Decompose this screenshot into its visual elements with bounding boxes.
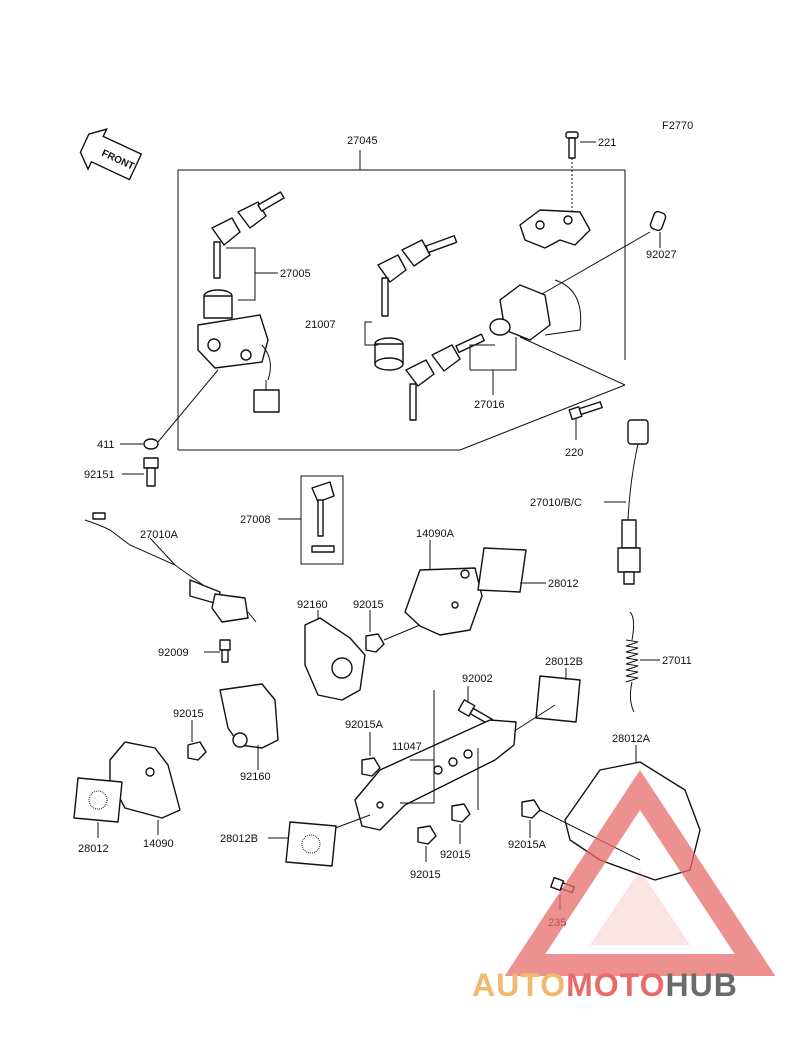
bracket-14090a [404, 567, 483, 636]
callout-28012a: 28012A [612, 733, 651, 745]
bolt-220 [568, 401, 603, 421]
keys-27005 [211, 191, 285, 279]
spring-27011 [625, 611, 639, 713]
nut-92015-left [187, 741, 207, 761]
keys-27016 [405, 333, 486, 421]
watermark-auto: AUTO [472, 967, 566, 1003]
seat-lock [489, 279, 582, 341]
watermark-hub: HUB [665, 967, 737, 1003]
switch-27010a [84, 512, 257, 623]
screw-221 [565, 131, 579, 159]
callout-11047: 11047 [392, 741, 422, 753]
callout-92002: 92002 [462, 673, 493, 685]
callout-92160-bot: 92160 [240, 771, 271, 783]
plate-92160-top [304, 617, 366, 701]
callout-27010a: 27010A [140, 529, 179, 541]
pad-texture [88, 790, 108, 810]
callout-92015a-right: 92015A [508, 839, 547, 851]
callout-27011: 27011 [662, 655, 692, 667]
watermark-logo [504, 769, 776, 976]
key-box-27008 [300, 475, 344, 565]
pad-28012b-bot [285, 821, 337, 867]
sleeve-92027 [649, 210, 667, 232]
callout-92009: 92009 [158, 647, 189, 659]
lock-bracket [519, 209, 591, 249]
bracket-14090 [109, 741, 181, 819]
callout-28012-bot: 28012 [78, 843, 109, 855]
callout-92151: 92151 [84, 469, 115, 481]
callout-92015a-mid: 92015A [345, 719, 384, 731]
callout-92015-top: 92015 [353, 599, 384, 611]
nut-92015-bot1 [417, 825, 437, 845]
svg-text:AUTOMOTOHUB: AUTOMOTOHUB [472, 967, 738, 1003]
nut-92015a-right [521, 799, 541, 819]
callout-221: 221 [598, 137, 616, 149]
keys-center [377, 235, 458, 317]
bolt-92009 [219, 639, 231, 663]
kit-outline [177, 169, 626, 450]
pad-28012-top [477, 547, 527, 593]
callout-92015-bot2: 92015 [440, 849, 471, 861]
washer-411 [143, 438, 159, 450]
callout-220: 220 [565, 447, 583, 459]
callout-14090: 14090 [143, 838, 174, 850]
callout-28012b-top: 28012B [545, 656, 583, 668]
callout-411: 411 [97, 439, 115, 451]
figure-code: F2770 [662, 120, 693, 132]
watermark-text: AUTOMOTOHUB [472, 967, 738, 1003]
pad-28012b-top [535, 675, 581, 723]
callout-27008: 27008 [240, 514, 271, 526]
ignition-switch [197, 289, 280, 413]
callout-92015-bot1: 92015 [410, 869, 441, 881]
callout-28012-top: 28012 [548, 578, 579, 590]
callout-28012b-bot: 28012B [220, 833, 258, 845]
callout-92027: 92027 [646, 249, 677, 261]
front-arrow-icon: FRONT [79, 128, 143, 181]
bolt-92002 [457, 699, 493, 726]
callout-27045: 27045 [347, 135, 378, 147]
bolt-92151 [143, 457, 159, 487]
cap-21007 [374, 337, 404, 371]
nut-92015a-mid [361, 757, 381, 777]
callout-27016: 27016 [474, 399, 505, 411]
nut-92015-bot2 [451, 803, 471, 823]
bracket-11047 [354, 719, 517, 831]
callout-92160-top: 92160 [297, 599, 328, 611]
pad-28012-bot [73, 777, 123, 823]
callout-27010bc: 27010/B/C [530, 497, 582, 509]
switch-27010bc [617, 419, 649, 585]
callout-92015-left: 92015 [173, 708, 204, 720]
nut-92015-top [365, 633, 385, 653]
watermark-moto: MOTO [566, 967, 665, 1003]
callout-14090a: 14090A [416, 528, 455, 540]
callout-21007: 21007 [305, 319, 336, 331]
callout-27005: 27005 [280, 268, 311, 280]
plate-92160-bot [219, 683, 279, 749]
